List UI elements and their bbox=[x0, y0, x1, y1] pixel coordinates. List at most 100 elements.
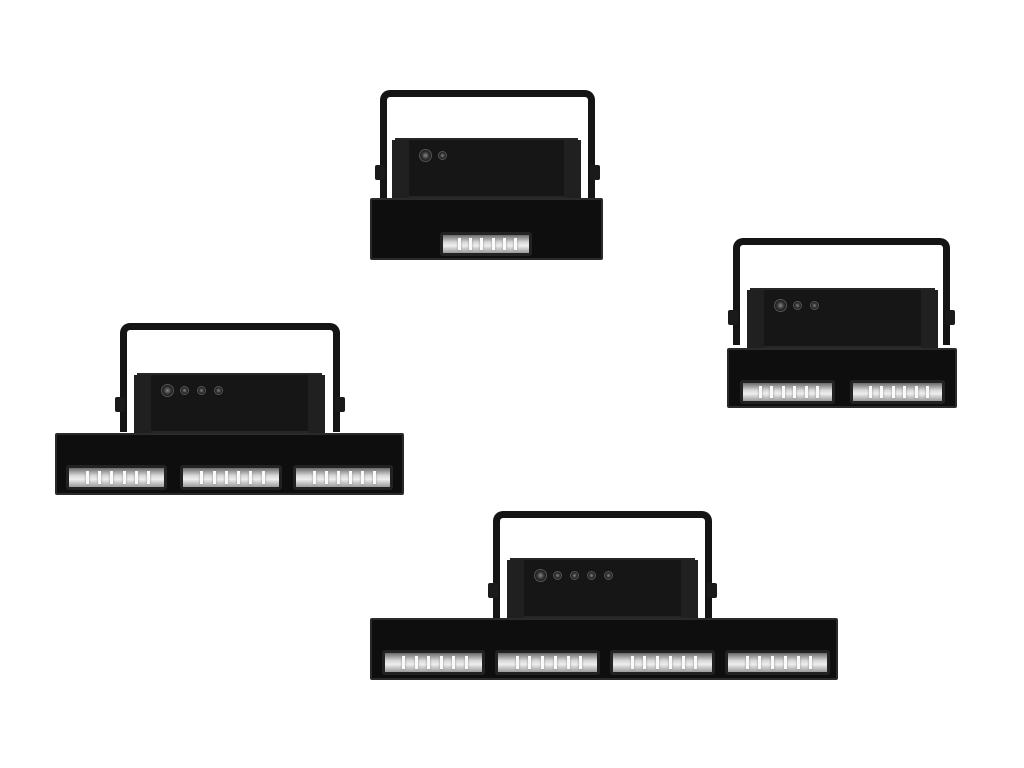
led-strip bbox=[758, 655, 762, 670]
bracket-knob-left bbox=[115, 397, 125, 412]
led-strip bbox=[110, 470, 114, 485]
cable-gland-icon bbox=[179, 385, 189, 395]
led-strip bbox=[804, 385, 808, 399]
cable-gland-icon bbox=[809, 300, 819, 310]
driver-box-endcap bbox=[392, 140, 409, 198]
driver-box-endcap bbox=[564, 140, 581, 198]
led-module bbox=[740, 380, 835, 404]
cable-gland-icon bbox=[196, 385, 206, 395]
led-strip bbox=[541, 655, 545, 670]
led-strip bbox=[880, 385, 884, 399]
led-strip bbox=[458, 237, 462, 251]
led-strip bbox=[491, 237, 495, 251]
bracket-knob-right bbox=[945, 310, 955, 325]
led-strip bbox=[200, 470, 204, 485]
led-strip bbox=[914, 385, 918, 399]
led-strip bbox=[771, 655, 775, 670]
led-strip bbox=[809, 655, 813, 670]
bracket-knob-right bbox=[335, 397, 345, 412]
mounting-bracket bbox=[120, 323, 340, 432]
driver-box-endcap bbox=[681, 560, 698, 618]
led-strip bbox=[694, 655, 698, 670]
led-housing bbox=[55, 433, 404, 495]
led-strip bbox=[134, 470, 138, 485]
led-strip bbox=[656, 655, 660, 670]
led-strip bbox=[745, 655, 749, 670]
led-strip bbox=[86, 470, 90, 485]
led-module bbox=[725, 650, 830, 675]
driver-box-endcap bbox=[921, 290, 938, 348]
led-strip bbox=[502, 237, 506, 251]
led-strip bbox=[579, 655, 583, 670]
led-strip bbox=[237, 470, 241, 485]
bracket-knob-left bbox=[375, 165, 385, 180]
led-strip bbox=[513, 237, 517, 251]
led-strip bbox=[212, 470, 216, 485]
cable-gland-icon bbox=[552, 570, 562, 580]
cable-gland-icon bbox=[213, 385, 223, 395]
led-strip bbox=[122, 470, 126, 485]
driver-box bbox=[137, 373, 322, 433]
led-strip bbox=[414, 655, 418, 670]
cable-gland-icon bbox=[773, 298, 787, 312]
led-strip bbox=[903, 385, 907, 399]
led-strip bbox=[566, 655, 570, 670]
led-module bbox=[382, 650, 485, 675]
driver-box bbox=[395, 138, 578, 198]
led-strip bbox=[528, 655, 532, 670]
led-strip bbox=[349, 470, 353, 485]
led-strip bbox=[480, 237, 484, 251]
cable-gland-icon bbox=[792, 300, 802, 310]
cable-gland-icon bbox=[603, 570, 613, 580]
mounting-bracket bbox=[380, 90, 595, 200]
led-module bbox=[440, 232, 532, 256]
led-strip bbox=[869, 385, 873, 399]
led-strip bbox=[815, 385, 819, 399]
led-strip bbox=[759, 385, 763, 399]
led-strip bbox=[681, 655, 685, 670]
led-strip bbox=[146, 470, 150, 485]
bracket-knob-right bbox=[590, 165, 600, 180]
led-strip bbox=[336, 470, 340, 485]
led-module bbox=[610, 650, 715, 675]
led-strip bbox=[373, 470, 377, 485]
driver-box bbox=[510, 558, 695, 618]
cable-gland-icon bbox=[569, 570, 579, 580]
led-strip bbox=[783, 655, 787, 670]
led-strip bbox=[439, 655, 443, 670]
led-housing bbox=[370, 618, 838, 680]
cable-gland-icon bbox=[533, 568, 547, 582]
led-strip bbox=[793, 385, 797, 399]
bracket-knob-left bbox=[728, 310, 738, 325]
led-strip bbox=[553, 655, 557, 670]
led-strip bbox=[643, 655, 647, 670]
led-strip bbox=[312, 470, 316, 485]
cable-gland-icon bbox=[586, 570, 596, 580]
mounting-bracket bbox=[493, 511, 712, 618]
driver-box-endcap bbox=[507, 560, 524, 618]
driver-box-endcap bbox=[747, 290, 764, 348]
led-strip bbox=[427, 655, 431, 670]
driver-box-endcap bbox=[134, 375, 151, 433]
led-strip bbox=[261, 470, 265, 485]
cable-gland-icon bbox=[418, 148, 432, 162]
mounting-bracket bbox=[733, 238, 950, 345]
led-module bbox=[495, 650, 600, 675]
led-strip bbox=[469, 237, 473, 251]
led-strip bbox=[781, 385, 785, 399]
led-strip bbox=[770, 385, 774, 399]
led-strip bbox=[464, 655, 468, 670]
led-strip bbox=[361, 470, 365, 485]
led-strip bbox=[249, 470, 253, 485]
led-strip bbox=[796, 655, 800, 670]
led-housing bbox=[370, 198, 603, 260]
led-strip bbox=[891, 385, 895, 399]
led-strip bbox=[452, 655, 456, 670]
led-module bbox=[180, 465, 282, 490]
led-module bbox=[66, 465, 167, 490]
driver-box-endcap bbox=[308, 375, 325, 433]
led-strip bbox=[324, 470, 328, 485]
